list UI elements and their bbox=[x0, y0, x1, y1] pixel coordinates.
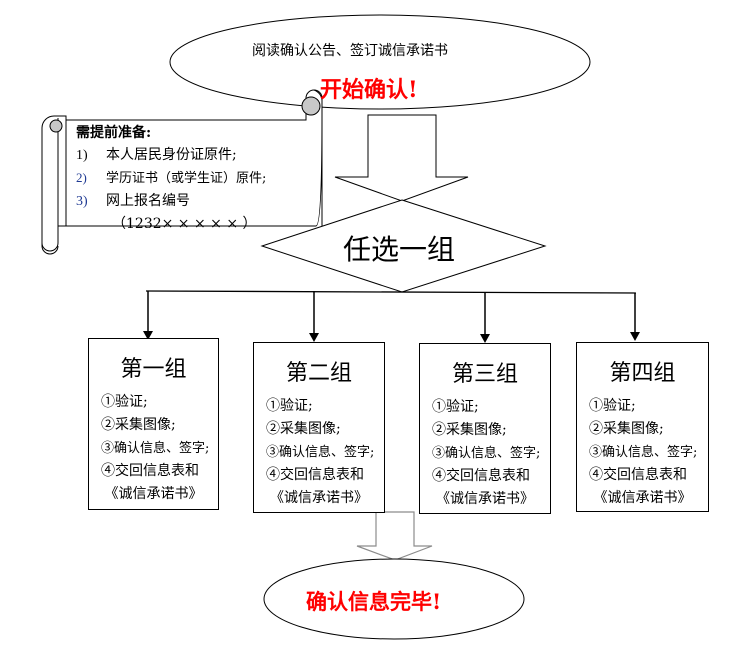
start-subtitle: 阅读确认公告、签订诚信承诺书 bbox=[252, 43, 448, 59]
decision-label: 任选一组 bbox=[343, 233, 456, 266]
group-box-2: 第二组 ①验证; ②采集图像; ③确认信息、签字; ④交回信息表和 《诚信承诺书… bbox=[253, 342, 385, 513]
group-step: 《诚信承诺书》 bbox=[104, 486, 203, 502]
group-step: 《诚信承诺书》 bbox=[593, 490, 692, 506]
connector-arrow-2 bbox=[309, 291, 319, 342]
group-step: ④交回信息表和 bbox=[101, 463, 199, 479]
scroll-curl-corner bbox=[301, 96, 321, 116]
group-step: ①验证; bbox=[432, 399, 479, 415]
group-step: ③确认信息、签字; bbox=[266, 445, 375, 460]
prepare-code: （1232× × × × × ） bbox=[112, 216, 257, 232]
prepare-item-number: 1) bbox=[76, 148, 88, 163]
group-box-3: 第三组 ①验证; ②采集图像; ③确认信息、签字; ④交回信息表和 《诚信承诺书… bbox=[419, 343, 551, 514]
prepare-item: 3) 网上报名编号 bbox=[76, 190, 266, 213]
scroll-shape bbox=[41, 89, 323, 255]
prepare-item-number: 3) bbox=[76, 194, 88, 209]
connector-arrow-4 bbox=[630, 293, 640, 341]
group-step: ④交回信息表和 bbox=[266, 467, 364, 483]
end-ellipse bbox=[263, 558, 525, 640]
group-box-4: 第四组 ①验证; ②采集图像; ③确认信息、签字; ④交回信息表和 《诚信承诺书… bbox=[576, 342, 709, 512]
group-step: ④交回信息表和 bbox=[432, 468, 530, 484]
group-step: ④交回信息表和 bbox=[589, 467, 687, 483]
group-step: ②采集图像; bbox=[589, 421, 664, 437]
prepare-item-text: 本人居民身份证原件; bbox=[106, 147, 237, 163]
connector-arrow-1 bbox=[143, 291, 153, 340]
group-title: 第二组 bbox=[285, 361, 352, 386]
prepare-item-number: 2) bbox=[76, 170, 87, 185]
connector-horizontal bbox=[145, 290, 637, 294]
prepare-item: 1) 本人居民身份证原件; bbox=[76, 144, 266, 167]
group-step: ②采集图像; bbox=[101, 417, 176, 433]
group-step: ③确认信息、签字; bbox=[589, 445, 698, 460]
group-title: 第三组 bbox=[451, 362, 518, 387]
prepare-item-text: 学历证书（或学生证）原件; bbox=[106, 171, 267, 186]
start-ellipse bbox=[169, 14, 591, 110]
group-step: ①验证; bbox=[101, 394, 148, 410]
group-step: ②采集图像; bbox=[266, 421, 341, 437]
start-title: 开始确认! bbox=[320, 77, 418, 103]
scroll-curl-top bbox=[49, 119, 63, 133]
block-arrow-down bbox=[334, 114, 469, 202]
group-step: 《诚信承诺书》 bbox=[436, 491, 534, 507]
connector-arrow-3 bbox=[480, 292, 490, 343]
prepare-item: 2) 学历证书（或学生证）原件; bbox=[76, 167, 266, 190]
prepare-heading: 需提前准备: bbox=[76, 125, 152, 141]
group-step: ③确认信息、签字; bbox=[432, 446, 541, 461]
group-title: 第一组 bbox=[120, 357, 187, 382]
group-box-1: 第一组 ①验证; ②采集图像; ③确认信息、签字; ④交回信息表和 《诚信承诺书… bbox=[88, 338, 219, 510]
group-step: ②采集图像; bbox=[432, 422, 507, 438]
block-arrow-down-bottom bbox=[356, 511, 433, 561]
group-title: 第四组 bbox=[609, 361, 676, 386]
group-step: ①验证; bbox=[589, 398, 636, 414]
group-step: 《诚信承诺书》 bbox=[270, 490, 368, 506]
prepare-list: 需提前准备: 1) 本人居民身份证原件; 2) 学历证书（或学生证）原件; 3) 网上… bbox=[76, 122, 266, 235]
group-step: ①验证; bbox=[266, 398, 313, 414]
prepare-item-text: 网上报名编号 bbox=[106, 193, 190, 209]
end-title: 确认信息完毕! bbox=[306, 589, 442, 614]
group-step: ③确认信息、签字; bbox=[101, 441, 210, 456]
